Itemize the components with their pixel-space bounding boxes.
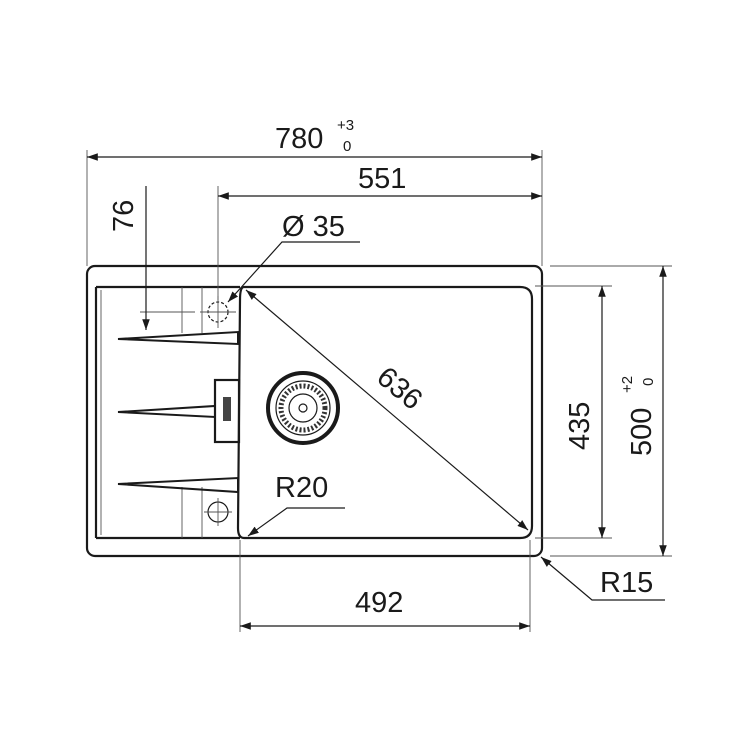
drainer-rib: [117, 476, 239, 494]
tap-hole-bottom: [204, 498, 232, 526]
dim-500-tol-lower: 0: [640, 378, 657, 386]
dim-780-tol-lower: 0: [343, 138, 351, 155]
bowl-outline: [236, 285, 534, 540]
dim-636: 636: [371, 361, 429, 417]
sink-outer-outline: [85, 264, 544, 558]
tap-hole-top: [140, 296, 236, 328]
dim-76: 76: [108, 200, 140, 232]
dim-435: 435: [564, 402, 596, 450]
dim-r20: R20: [275, 472, 328, 504]
dim-500-tol-upper: +2: [619, 376, 636, 393]
dim-492: 492: [355, 587, 403, 619]
dim-r15: R15: [600, 567, 653, 599]
drainer-outline: [94, 285, 240, 540]
drainer-rib: [117, 330, 239, 346]
dim-line-636: [245, 289, 529, 531]
dim-diameter-35: Ø 35: [282, 211, 345, 243]
dim-551: 551: [358, 163, 406, 195]
dim-780-tol-upper: +3: [337, 117, 354, 134]
dim-780: 780: [275, 123, 323, 155]
dim-500: 500: [626, 408, 658, 456]
drain-strainer-icon: [266, 371, 340, 445]
overflow-box: [213, 378, 241, 444]
drainer-rib: [117, 404, 216, 419]
